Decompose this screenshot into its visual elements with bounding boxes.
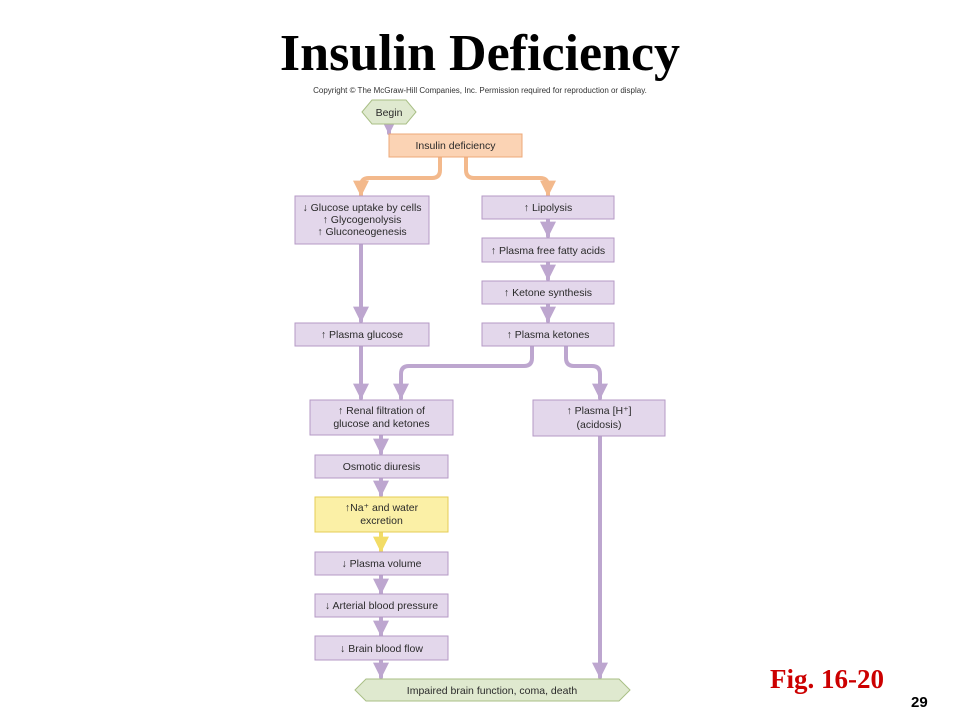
arrow-ketones-to-renal [393,344,534,400]
node-impaired-brain-function: Impaired brain function, coma, death [354,678,631,702]
node-insulin-deficiency: Insulin deficiency [388,133,523,158]
na-water-line-2: excretion [360,515,403,527]
lipolysis-label: ↑ Lipolysis [524,202,572,214]
node-lipolysis: ↑ Lipolysis [481,195,615,220]
na-water-line-1: ↑Na⁺ and water [345,502,419,514]
copyright-notice: Copyright © The McGraw-Hill Companies, I… [313,86,647,95]
node-renal-filtration: ↑ Renal filtration of glucose and ketone… [309,399,454,436]
node-brain-blood-flow: ↓ Brain blood flow [314,635,449,661]
node-arterial-bp: ↓ Arterial blood pressure [314,593,449,618]
plasma-volume-label: ↓ Plasma volume [342,558,422,570]
osmotic-diuresis-label: Osmotic diuresis [343,461,421,473]
node-begin: Begin [361,99,417,125]
node-glucose-uptake: ↓ Glucose uptake by cells ↑ Glycogenolys… [294,195,430,245]
plasma-h-line-1: ↑ Plasma [H⁺] [566,405,631,417]
node-ketone-synthesis: ↑ Ketone synthesis [481,280,615,305]
node-plasma-volume: ↓ Plasma volume [314,551,449,576]
plasma-ketones-label: ↑ Plasma ketones [507,329,590,341]
brain-blood-flow-label: ↓ Brain blood flow [340,643,423,655]
glycogenolysis-line: ↑ Glycogenolysis [323,214,402,226]
node-plasma-glucose: ↑ Plasma glucose [294,322,430,347]
ketone-synthesis-label: ↑ Ketone synthesis [504,287,592,299]
node-plasma-h-acidosis: ↑ Plasma [H⁺] (acidosis) [532,399,666,437]
impaired-brain-label: Impaired brain function, coma, death [407,685,578,697]
renal-filtration-line-2: glucose and ketones [333,418,429,430]
arrow-insulin-to-lipolysis [464,155,556,197]
arrow-insulin-to-glucose-box [353,155,442,197]
slide-title: Insulin Deficiency [279,25,681,82]
insulin-deficiency-label: Insulin deficiency [416,140,497,152]
connectors [353,118,608,679]
arterial-bp-label: ↓ Arterial blood pressure [325,600,438,612]
figure-label: Fig. 16-20 [770,664,884,694]
node-na-water-excretion: ↑Na⁺ and water excretion [314,496,449,533]
glucose-uptake-line: ↓ Glucose uptake by cells [302,202,421,214]
begin-label: Begin [376,107,403,119]
node-osmotic-diuresis: Osmotic diuresis [314,454,449,479]
page-number: 29 [911,694,928,711]
arrow-ketones-to-acidosis [564,344,608,400]
plasma-glucose-label: ↑ Plasma glucose [321,329,403,341]
node-plasma-ffa: ↑ Plasma free fatty acids [481,237,615,263]
plasma-h-line-2: (acidosis) [577,419,622,431]
renal-filtration-line-1: ↑ Renal filtration of [338,405,425,417]
node-plasma-ketones: ↑ Plasma ketones [481,322,615,347]
gluconeogenesis-line: ↑ Gluconeogenesis [317,226,406,238]
plasma-ffa-label: ↑ Plasma free fatty acids [491,245,605,257]
